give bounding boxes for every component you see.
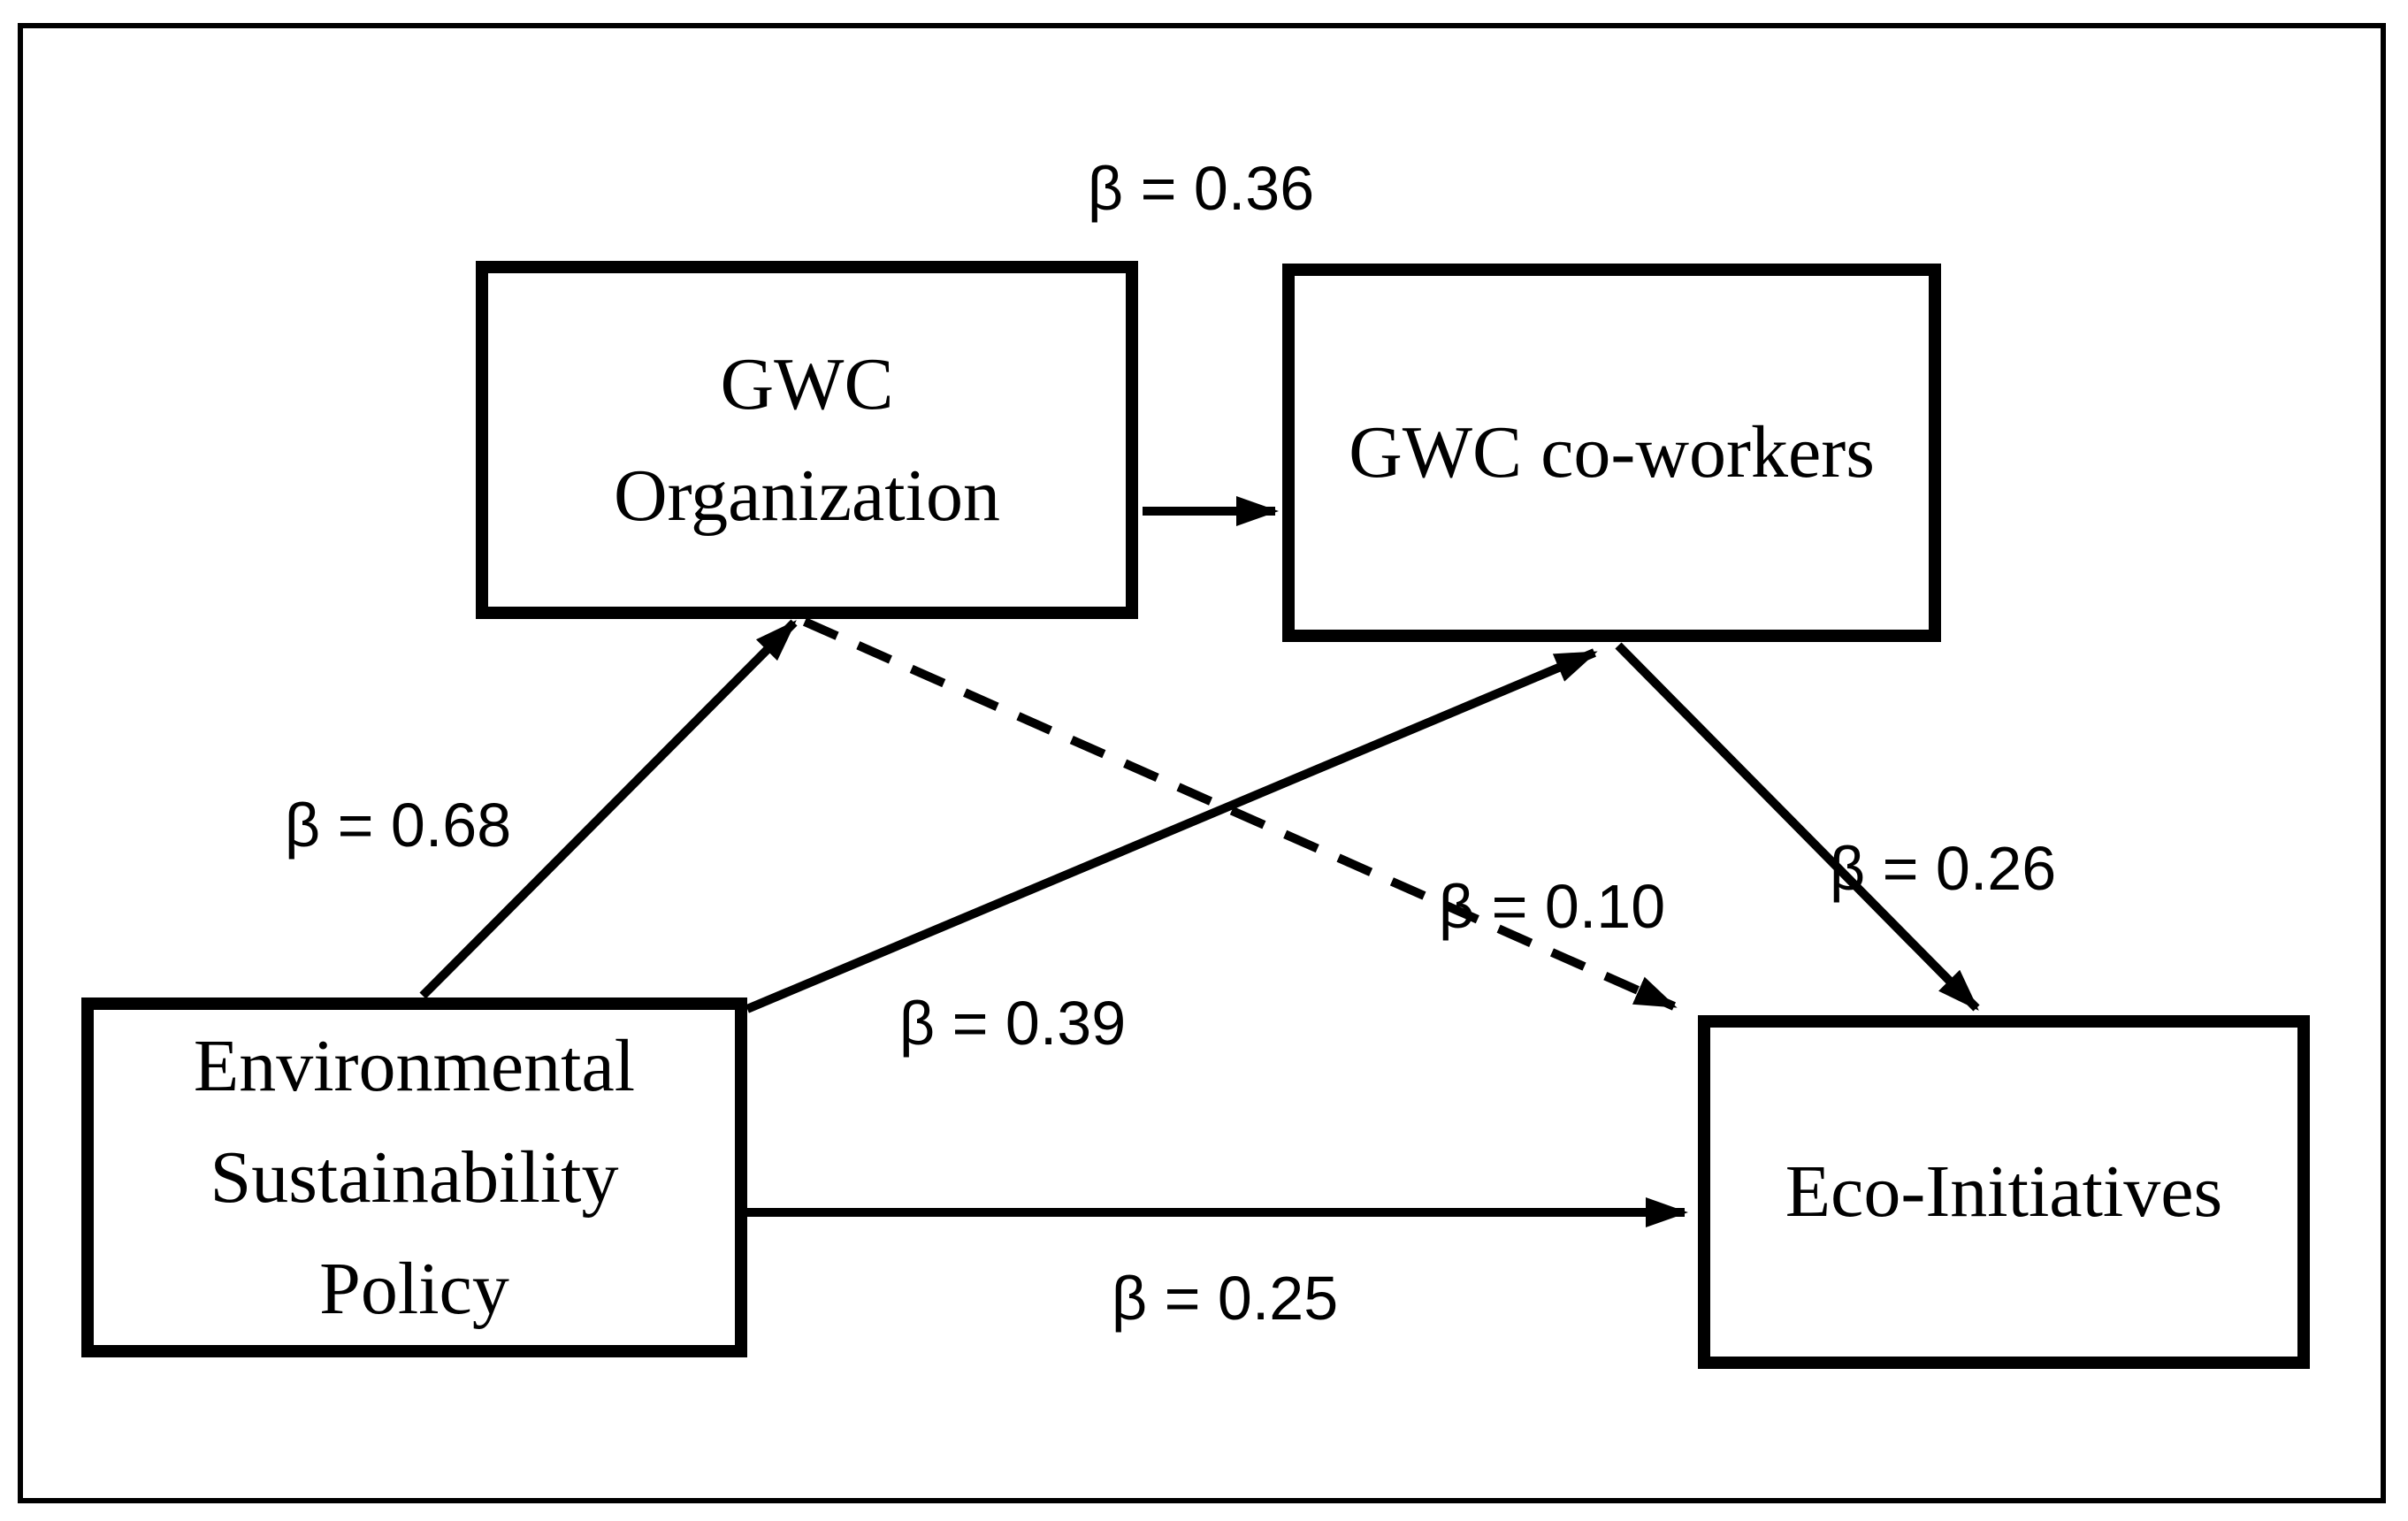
edge-label-beta-026: β = 0.26 bbox=[1829, 834, 2057, 903]
edge-label-beta-039: β = 0.39 bbox=[898, 989, 1127, 1058]
node-label-line: Environmental bbox=[193, 1024, 636, 1107]
edge-label-beta-025: β = 0.25 bbox=[1111, 1264, 1339, 1333]
edge-esp-to-coworkers bbox=[745, 648, 1598, 1013]
node-label-line: Policy bbox=[319, 1247, 509, 1330]
figure-border bbox=[18, 23, 2386, 1503]
edge-coworkers-to-eco bbox=[1615, 642, 1980, 1012]
node-eco-initiatives: Eco-Initiatives bbox=[1698, 1015, 2310, 1369]
node-label-line: GWC bbox=[720, 342, 894, 425]
edge-org-to-eco-dashed bbox=[802, 617, 1678, 1011]
edge-label-beta-036: β = 0.36 bbox=[1087, 154, 1315, 223]
node-label-line: Organization bbox=[614, 454, 1000, 537]
node-gwc-coworkers: GWC co-workers bbox=[1282, 264, 1941, 642]
node-gwc-organization: GWC Organization bbox=[476, 261, 1138, 619]
edge-label-beta-010: β = 0.10 bbox=[1438, 872, 1666, 941]
edge-label-beta-068: β = 0.68 bbox=[284, 791, 512, 860]
node-environmental-sustainability-policy: Environmental Sustainability Policy bbox=[81, 997, 747, 1357]
node-label-line: Eco-Initiatives bbox=[1785, 1150, 2223, 1233]
edge-esp-to-org bbox=[419, 619, 798, 999]
node-label-line: Sustainability bbox=[210, 1135, 619, 1219]
node-label-line: GWC co-workers bbox=[1349, 411, 1875, 493]
